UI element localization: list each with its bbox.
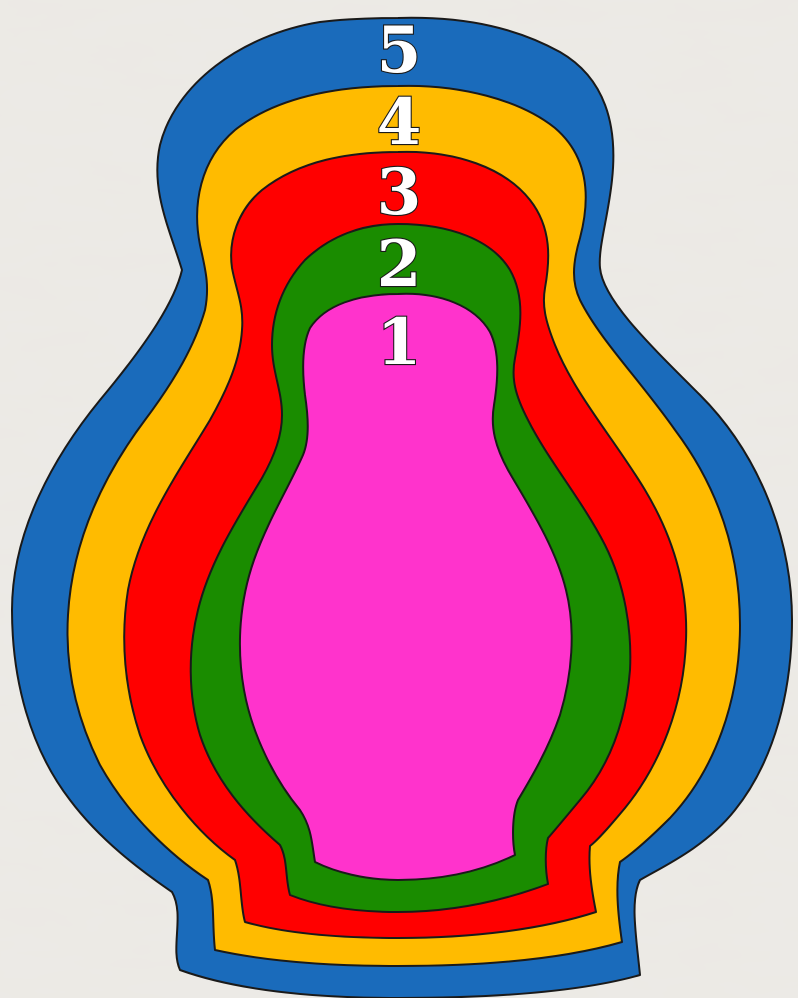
layer-5-number: 5 <box>377 13 422 88</box>
layer-1-number: 1 <box>377 305 422 380</box>
layer-3-number: 3 <box>377 155 422 230</box>
layer-4-number: 4 <box>377 85 422 160</box>
layer-2-number: 2 <box>377 227 422 302</box>
